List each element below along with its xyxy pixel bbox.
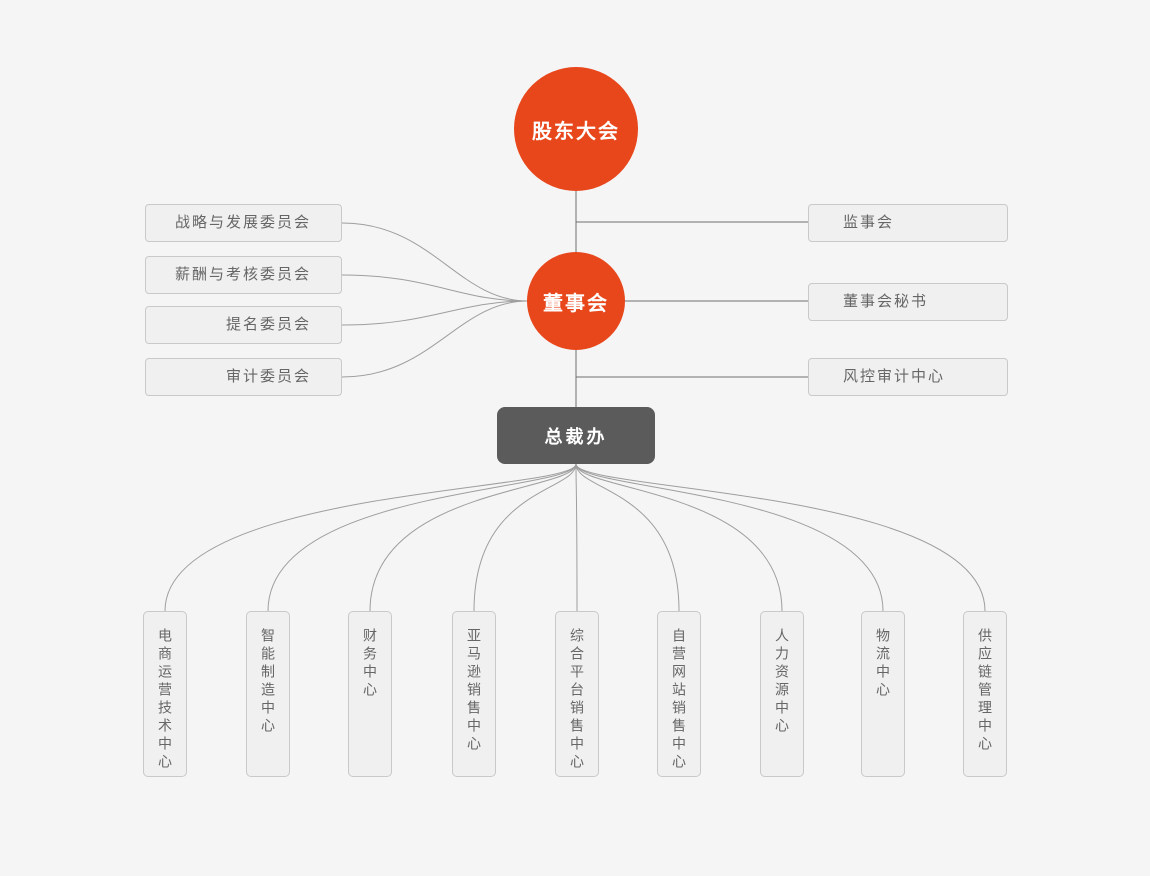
node-own-website-sales-center[interactable]: 自营网站销售中心: [657, 611, 701, 777]
node-hr-center[interactable]: 人力资源中心: [760, 611, 804, 777]
dept-label: 亚马逊销售中心: [466, 628, 482, 754]
dept-label: 人力资源中心: [774, 628, 790, 736]
node-supply-chain-center[interactable]: 供应链管理中心: [963, 611, 1007, 777]
node-board-of-directors[interactable]: 董事会: [527, 252, 625, 350]
node-strategy-development-committee[interactable]: 战略与发展委员会: [145, 204, 342, 242]
node-platform-sales-center[interactable]: 综合平台销售中心: [555, 611, 599, 777]
node-finance-center[interactable]: 财务中心: [348, 611, 392, 777]
node-logistics-center[interactable]: 物流中心: [861, 611, 905, 777]
node-amazon-sales-center[interactable]: 亚马逊销售中心: [452, 611, 496, 777]
node-risk-audit-center[interactable]: 风控审计中心: [808, 358, 1008, 396]
node-board-secretary[interactable]: 董事会秘书: [808, 283, 1008, 321]
dept-label: 自营网站销售中心: [671, 628, 687, 772]
node-audit-committee[interactable]: 审计委员会: [145, 358, 342, 396]
dept-label: 物流中心: [875, 628, 891, 700]
dept-label: 智能制造中心: [260, 628, 276, 736]
node-shareholders-meeting[interactable]: 股东大会: [514, 67, 638, 191]
dept-label: 综合平台销售中心: [569, 628, 585, 772]
node-ecommerce-operations-tech-center[interactable]: 电商运营技术中心: [143, 611, 187, 777]
node-supervisory-board[interactable]: 监事会: [808, 204, 1008, 242]
node-compensation-assessment-committee[interactable]: 薪酬与考核委员会: [145, 256, 342, 294]
dept-label: 供应链管理中心: [977, 628, 993, 754]
dept-label: 财务中心: [362, 628, 378, 700]
node-nomination-committee[interactable]: 提名委员会: [145, 306, 342, 344]
dept-label: 电商运营技术中心: [157, 628, 173, 772]
node-president-office[interactable]: 总裁办: [497, 407, 655, 464]
node-intelligent-manufacturing-center[interactable]: 智能制造中心: [246, 611, 290, 777]
